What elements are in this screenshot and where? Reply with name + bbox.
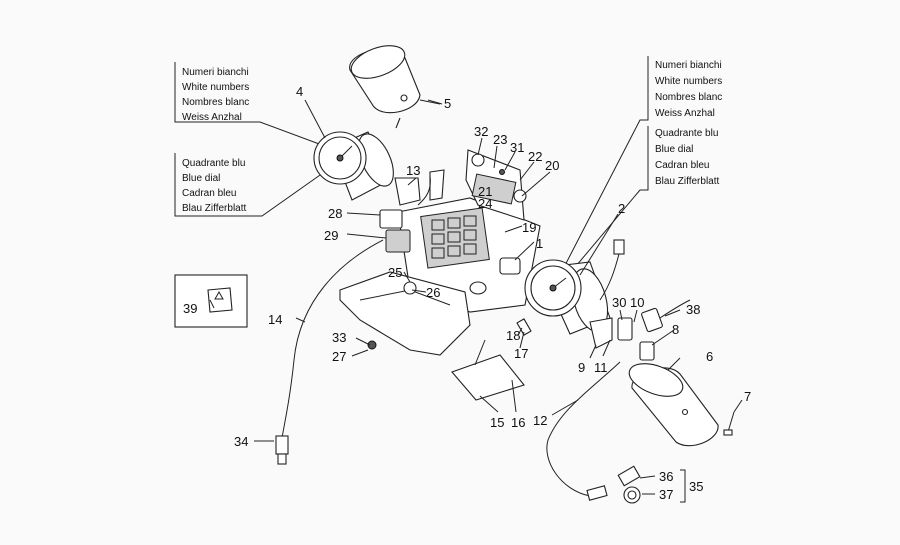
callout-27: 27 — [332, 349, 346, 364]
callout-22: 22 — [528, 149, 542, 164]
upper-bracket — [465, 149, 527, 221]
legend-left-dial-fr: Cadran bleu — [182, 188, 236, 199]
callout-numbers: 4 5 32 23 31 22 20 21 24 19 1 2 13 28 29… — [183, 84, 751, 502]
legend-right-numbers-fr: Nombres blanc — [655, 92, 722, 103]
callout-20: 20 — [545, 158, 559, 173]
callout-29: 29 — [324, 228, 338, 243]
callout-21: 21 — [478, 184, 492, 199]
legend-left-numbers-en: White numbers — [182, 82, 249, 93]
callout-28: 28 — [328, 206, 342, 221]
legend-right-numbers-de: Weiss Anzhal — [655, 108, 715, 119]
legend-left-dial-de: Blau Zifferblatt — [182, 203, 247, 214]
legend-left-numbers-de: Weiss Anzhal — [182, 112, 242, 123]
callout-6: 6 — [706, 349, 713, 364]
callout-33: 33 — [332, 330, 346, 345]
callout-39: 39 — [183, 301, 197, 316]
legend-left-numbers-fr: Nombres blanc — [182, 97, 249, 108]
legend-right: Numeri bianchi White numbers Nombres bla… — [559, 56, 722, 286]
legend-left: Numeri bianchi White numbers Nombres bla… — [174, 62, 331, 217]
callout-17: 17 — [514, 346, 528, 361]
callout-19: 19 — [522, 220, 536, 235]
screw-17-18 — [516, 318, 532, 336]
hose-13 — [417, 175, 431, 206]
callout-12: 12 — [533, 413, 547, 428]
callout-9: 9 — [578, 360, 585, 375]
callout-30: 30 — [612, 295, 626, 310]
speedometer-gauge — [524, 239, 625, 335]
callout-2: 2 — [618, 201, 625, 216]
callout-18: 18 — [506, 328, 520, 343]
legend-left-numbers-it: Numeri bianchi — [182, 67, 249, 78]
callout-5: 5 — [444, 96, 451, 111]
callout-1: 1 — [536, 236, 543, 251]
rev-counter-gauge — [313, 131, 394, 201]
legend-left-dial-en: Blue dial — [182, 173, 220, 184]
callout-26: 26 — [426, 285, 440, 300]
legend-right-dial-fr: Cadran bleu — [655, 160, 709, 171]
callout-24: 24 — [478, 196, 492, 211]
speedometer-cable — [546, 361, 641, 504]
sensor-fittings — [589, 299, 691, 361]
callout-31: 31 — [510, 140, 524, 155]
callout-38: 38 — [686, 302, 700, 317]
connector-block — [379, 169, 445, 253]
pin-7 — [723, 411, 735, 436]
callout-4: 4 — [296, 84, 303, 99]
callout-37: 37 — [659, 487, 673, 502]
legend-right-dial-en: Blue dial — [655, 144, 693, 155]
leader-lines — [209, 99, 743, 503]
legend-right-numbers-it: Numeri bianchi — [655, 60, 722, 71]
callout-23: 23 — [493, 132, 507, 147]
callout-36: 36 — [659, 469, 673, 484]
legend-right-dial-de: Blau Zifferblatt — [655, 176, 720, 187]
lower-cover — [339, 271, 471, 356]
callout-7: 7 — [744, 389, 751, 404]
legend-left-dial-it: Quadrante blu — [182, 158, 245, 169]
callout-35: 35 — [689, 479, 703, 494]
callout-25: 25 — [388, 265, 402, 280]
gauge-cup-bottom — [628, 363, 719, 447]
callout-11: 11 — [594, 360, 608, 375]
callout-14: 14 — [268, 312, 282, 327]
callout-34: 34 — [234, 434, 248, 449]
callout-10: 10 — [630, 295, 644, 310]
callout-16: 16 — [511, 415, 525, 430]
callout-13: 13 — [406, 163, 420, 178]
legend-right-numbers-en: White numbers — [655, 76, 722, 87]
callout-8: 8 — [672, 322, 679, 337]
legend-right-dial-it: Quadrante blu — [655, 128, 718, 139]
rev-counter-cable — [275, 239, 384, 465]
callout-32: 32 — [474, 124, 488, 139]
callout-15: 15 — [490, 415, 504, 430]
gauge-cup-top — [349, 45, 441, 129]
support-plate — [451, 339, 525, 401]
